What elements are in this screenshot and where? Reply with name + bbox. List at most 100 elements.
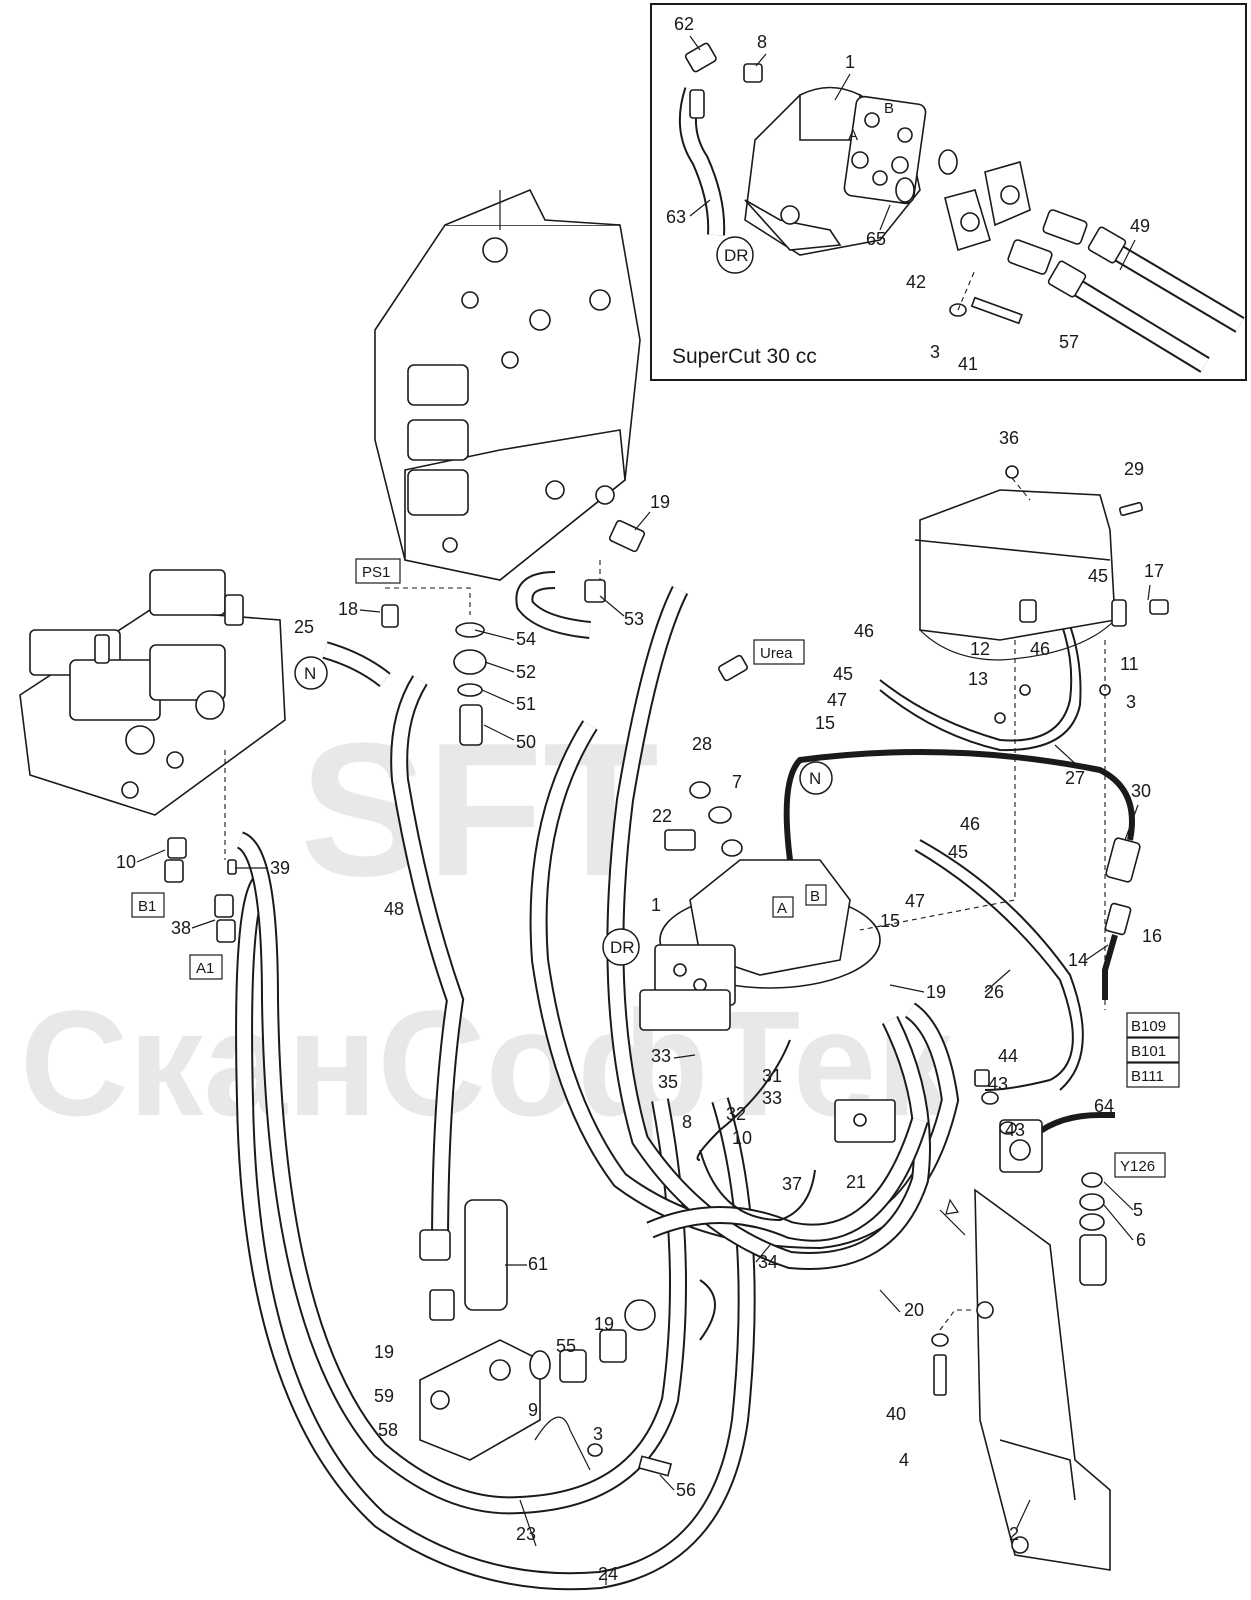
callout: 15: [815, 713, 835, 733]
relief-valve-block: [419, 1199, 673, 1477]
callout: 36: [999, 428, 1019, 448]
callout: 52: [516, 662, 536, 682]
callout: 3: [593, 1424, 603, 1444]
callout: 45: [948, 842, 968, 862]
box-label-ps1: PS1: [362, 564, 390, 581]
circle-label-dr-inset: DR: [724, 246, 749, 265]
callout: 61: [528, 1254, 548, 1274]
callout: 62: [674, 14, 694, 34]
callout: 64: [1094, 1096, 1114, 1116]
callout: 13: [968, 669, 988, 689]
callout: 8: [757, 32, 767, 52]
mounting-bracket: [914, 489, 1116, 724]
callout: 63: [666, 207, 686, 227]
callout-numbers: 62 8 1 63 65 49 42 3 41 57 36 29 19 17 4…: [116, 14, 1164, 1584]
callout: 41: [958, 354, 978, 374]
callout: 22: [652, 806, 672, 826]
solenoid-valve-block: [19, 569, 286, 816]
callout: 37: [782, 1174, 802, 1194]
inset-supercut: SuperCut 30 cc A B: [650, 3, 1247, 381]
callout: 5: [1133, 1200, 1143, 1220]
box-label-a1: A1: [196, 960, 214, 977]
callout: 46: [1030, 639, 1050, 659]
guard-plate: [939, 1188, 1111, 1571]
small-parts: [164, 465, 1169, 1396]
callout: 48: [384, 899, 404, 919]
inset-port-b: B: [884, 100, 894, 117]
callout: 25: [294, 617, 314, 637]
callout: 51: [516, 694, 536, 714]
callout: 12: [970, 639, 990, 659]
main-port-a: A: [777, 900, 787, 917]
callout: 28: [692, 734, 712, 754]
leader-lines: [136, 35, 1151, 1585]
callout: 53: [624, 609, 644, 629]
callout: 33: [651, 1046, 671, 1066]
callout: 8: [682, 1112, 692, 1132]
circle-label-n-right: N: [809, 769, 821, 788]
callout: 40: [886, 1404, 906, 1424]
box-labels: PS1 Urea B1 A1 B109 B101 B111 Y126: [131, 558, 1180, 1178]
callout: 49: [1130, 216, 1150, 236]
callout: 21: [846, 1172, 866, 1192]
inset-port-a: A: [848, 127, 858, 144]
callout: 38: [171, 918, 191, 938]
main-port-labels: A B: [772, 884, 827, 918]
hoses: [235, 571, 1135, 1591]
box-label-b109: B109: [1131, 1018, 1166, 1035]
callout: 45: [1088, 566, 1108, 586]
callout: 30: [1131, 781, 1151, 801]
callout: 3: [1126, 692, 1136, 712]
callout: 47: [905, 891, 925, 911]
callout: 4: [899, 1450, 909, 1470]
callout: 11: [1120, 654, 1139, 674]
callout: 7: [732, 772, 742, 792]
box-label-y126: Y126: [1120, 1158, 1155, 1175]
callout: 34: [758, 1252, 778, 1272]
callout: 6: [1136, 1230, 1146, 1250]
callout: 1: [651, 895, 661, 915]
callout: 39: [270, 858, 290, 878]
circle-labels: DR N N DR: [294, 246, 833, 966]
callout: 19: [374, 1342, 394, 1362]
box-label-b1: B1: [138, 898, 156, 915]
callout: 20: [904, 1300, 924, 1320]
box-label-b111: B111: [1131, 1068, 1164, 1085]
callout: 44: [998, 1046, 1018, 1066]
callout: 31: [762, 1066, 782, 1086]
callout: 47: [827, 690, 847, 710]
callout: 33: [762, 1088, 782, 1108]
callout: 2: [1009, 1524, 1019, 1544]
callout: 65: [866, 229, 886, 249]
callout: 46: [854, 621, 874, 641]
callout: 42: [906, 272, 926, 292]
callout: 43: [988, 1074, 1008, 1094]
callout: 55: [556, 1336, 576, 1356]
callout: 45: [833, 664, 853, 684]
callout: 1: [845, 52, 855, 72]
callout: 46: [960, 814, 980, 834]
callout: 18: [338, 599, 358, 619]
circle-label-dr-main: DR: [610, 938, 635, 957]
inset-title: SuperCut 30 cc: [672, 345, 817, 368]
box-label-b101: B101: [1131, 1043, 1166, 1060]
callout: 24: [598, 1564, 618, 1584]
callout: 14: [1068, 950, 1088, 970]
callout: 3: [930, 342, 940, 362]
callout: 56: [676, 1480, 696, 1500]
callout: 50: [516, 732, 536, 752]
callout: 35: [658, 1072, 678, 1092]
callout: 27: [1065, 768, 1085, 788]
callout: 57: [1059, 332, 1079, 352]
callout: 26: [984, 982, 1004, 1002]
callout: 19: [650, 492, 670, 512]
callout: 19: [594, 1314, 614, 1334]
callout: 10: [732, 1128, 752, 1148]
callout: 29: [1124, 459, 1144, 479]
callout: 17: [1144, 561, 1164, 581]
callout: 10: [116, 852, 136, 872]
callout: 43: [1005, 1120, 1025, 1140]
callout: 16: [1142, 926, 1162, 946]
callout: 59: [374, 1386, 394, 1406]
